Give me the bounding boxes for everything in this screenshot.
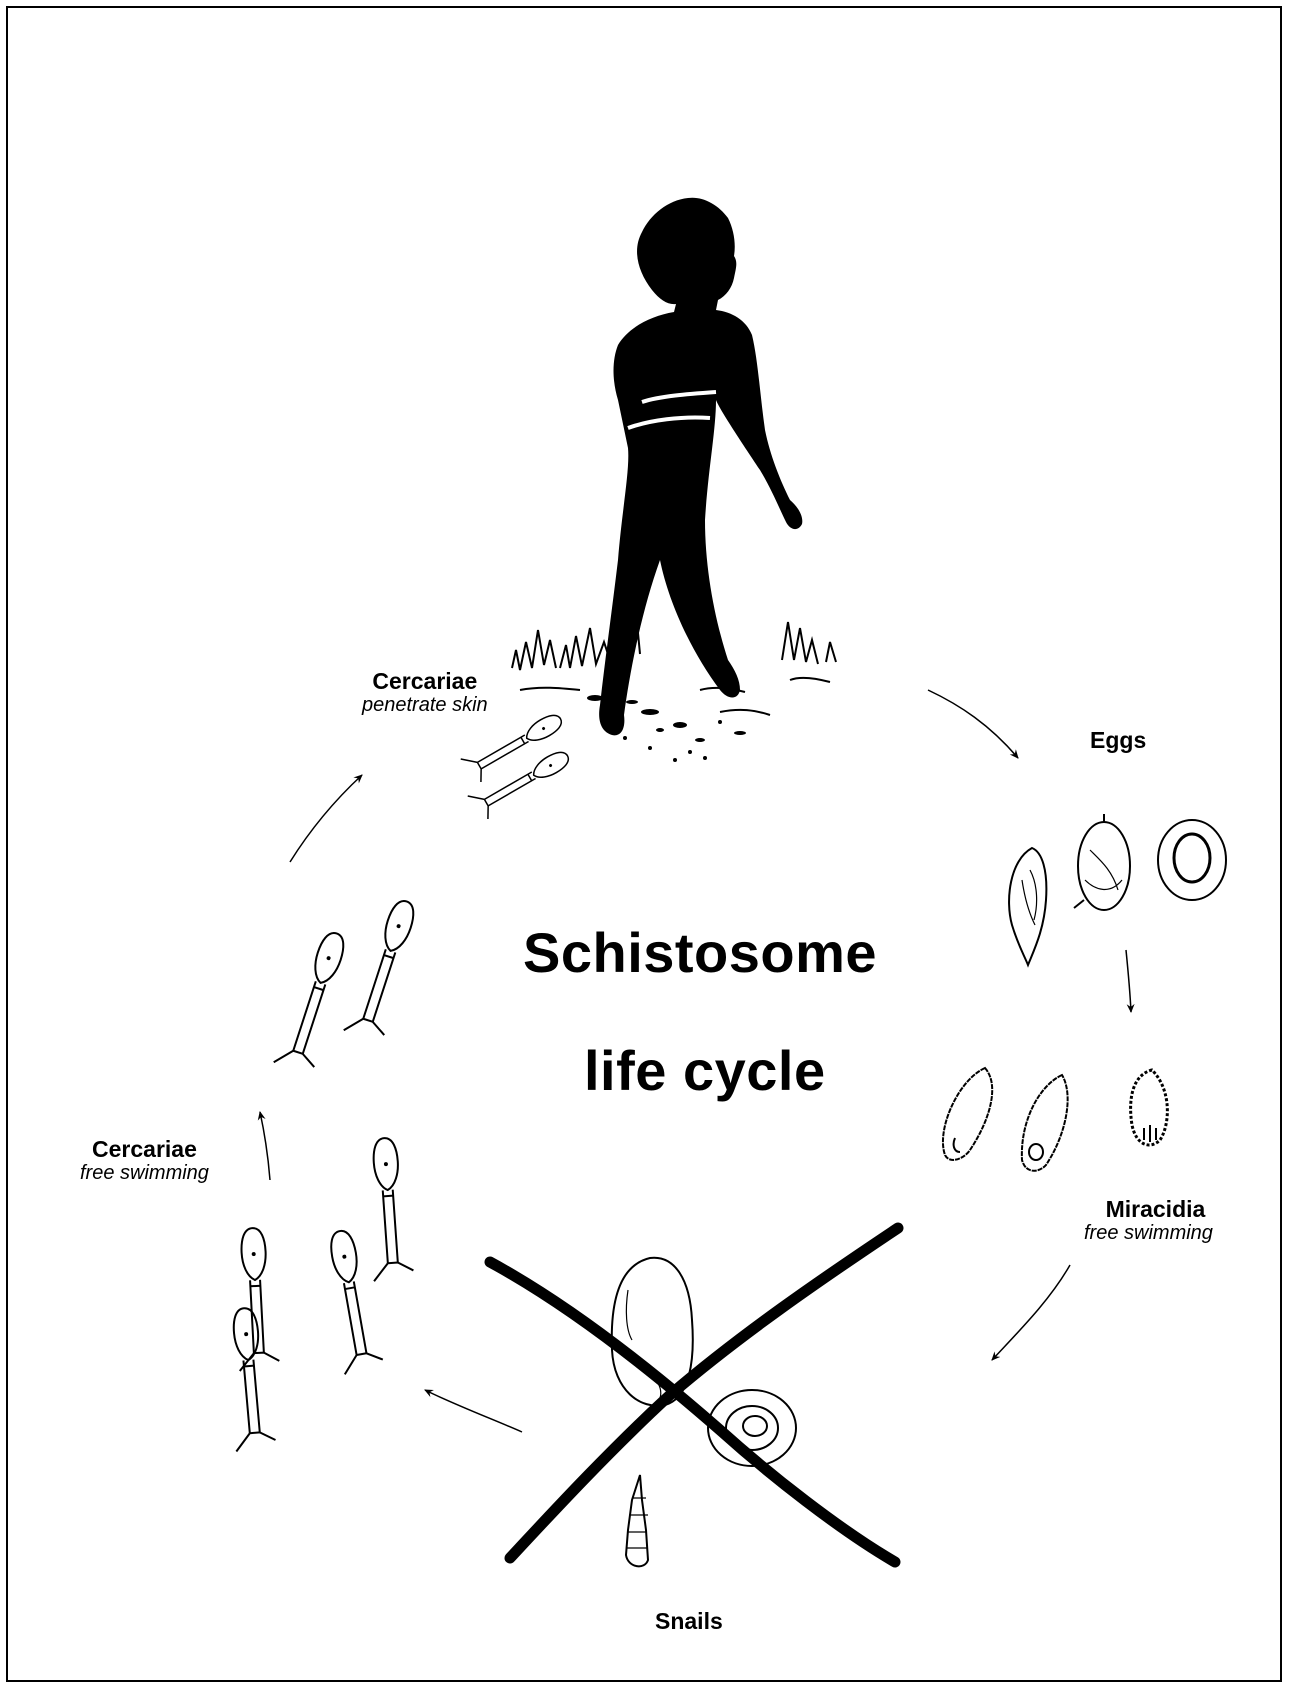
- water-and-grass: [512, 612, 836, 715]
- stage-name: Cercariae: [80, 1136, 209, 1162]
- cercaria-icon: [224, 895, 426, 1451]
- stage-name: Snails: [655, 1608, 723, 1634]
- stage-name: Eggs: [1090, 727, 1146, 753]
- stage-name: Cercariae: [362, 668, 488, 694]
- egg-icon: [1009, 814, 1226, 965]
- stage-detail: penetrate skin: [362, 694, 488, 716]
- cercaria-icon: [461, 706, 575, 822]
- arrow-icon: [260, 1112, 270, 1180]
- human-silhouette-icon: [599, 198, 802, 736]
- arrow-icon: [1126, 950, 1131, 1012]
- arrow-icon: [928, 690, 1018, 758]
- label-snails: Snails: [655, 1608, 723, 1634]
- stage-detail: free swimming: [1084, 1222, 1213, 1244]
- cross-out-icon: [490, 1228, 898, 1562]
- stage-detail: free swimming: [80, 1162, 209, 1184]
- diagram-title-line2: life cycle: [584, 1038, 826, 1103]
- label-miracidia: Miracidia free swimming: [1098, 1196, 1213, 1244]
- stage-name: Miracidia: [1098, 1196, 1213, 1222]
- label-eggs: Eggs: [1090, 727, 1146, 753]
- label-cercariae-penetrate: Cercariae penetrate skin: [362, 668, 488, 716]
- arrow-icon: [992, 1265, 1070, 1360]
- arrow-icon: [290, 775, 362, 862]
- diagram-title-line1: Schistosome: [523, 920, 877, 985]
- miracidium-icon: [943, 1068, 1167, 1171]
- label-cercariae-free: Cercariae free swimming: [80, 1136, 209, 1184]
- arrow-icon: [425, 1390, 522, 1432]
